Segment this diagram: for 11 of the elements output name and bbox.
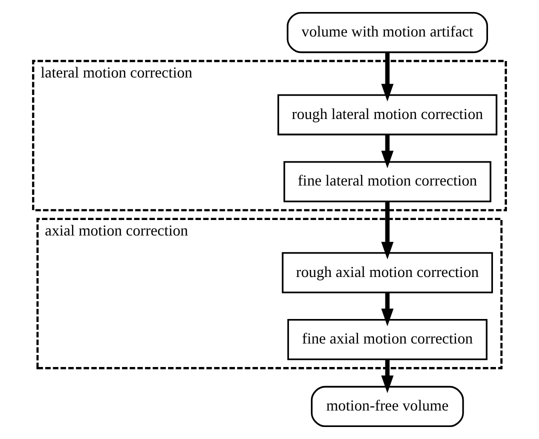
arrow: [381, 52, 394, 102]
arrow: [381, 202, 394, 260]
arrow: [381, 359, 394, 394]
arrow: [381, 134, 394, 168]
arrow: [381, 292, 394, 326]
node-box: motion-free volume: [310, 386, 464, 428]
node-box: rough axial motion correction: [282, 252, 493, 294]
node-box: volume with motion artifact: [286, 12, 488, 54]
node-box: fine axial motion correction: [287, 319, 488, 360]
node-box: fine lateral motion correction: [283, 161, 492, 202]
node-box: rough lateral motion correction: [277, 94, 498, 136]
